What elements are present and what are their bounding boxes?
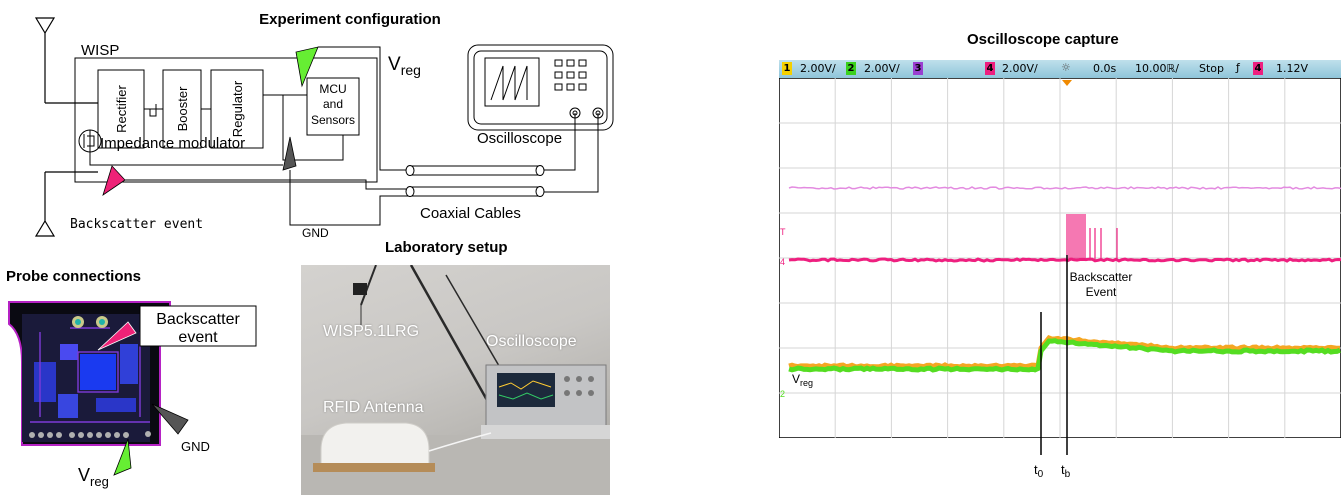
mcu-label-line1: MCU (319, 82, 346, 96)
timebase-value: 10.00ℝ/ (1135, 62, 1179, 75)
run-sun-icon: ☼ (1061, 61, 1071, 74)
probe-title: Probe connections (6, 268, 141, 285)
scope-status-bar: 1 2.00V/ 2 2.00V/ 3 4 2.00V/ ☼ 0.0s 10.0… (779, 60, 1341, 78)
ch2-ground-marker: 2 (780, 389, 785, 399)
lab-antenna-label: RFID Antenna (323, 399, 424, 417)
lab-oscilloscope-label: Oscilloscope (486, 333, 577, 351)
t0-label: t0 (1034, 462, 1044, 480)
backscatter-event-label: Backscatter event (70, 217, 203, 232)
mcu-label-line3: Sensors (311, 113, 355, 127)
trigger-channel-badge: 4 (1253, 62, 1263, 75)
probe-gnd-label: GND (181, 439, 210, 454)
gnd-label: GND (302, 226, 329, 240)
antenna-top-icon (36, 18, 98, 103)
experiment-title: Experiment configuration (259, 11, 441, 28)
mcu-label-line2: and (323, 97, 343, 111)
experiment-diagram: Experiment configuration WISP Rectifier … (0, 0, 620, 250)
trigger-level-marker: T (780, 227, 786, 237)
ch4-badge: 4 (985, 62, 995, 75)
vreg-label: Vreg (388, 54, 421, 78)
lab-wisp-label: WISP5.1LRG (323, 323, 419, 341)
lab-photo: WISP5.1LRG Oscilloscope RFID Antenna (301, 265, 610, 495)
ch1-badge: 1 (782, 62, 792, 75)
ch4-ground-marker: 4 (780, 257, 785, 267)
probe-vreg-label: Vreg (78, 465, 109, 489)
ch1-scale: 2.00V/ (800, 62, 836, 75)
impedance-label: Impedance modulator (100, 135, 245, 152)
ch3-badge: 3 (913, 62, 923, 75)
lab-title: Laboratory setup (385, 239, 508, 256)
ch4-scale: 2.00V/ (1002, 62, 1038, 75)
tb-label: tb (1061, 462, 1071, 480)
backscatter-callout-line2: event (178, 329, 218, 346)
oscilloscope-icon (468, 45, 613, 130)
wisp-label: WISP (81, 42, 119, 59)
lab-scene (301, 265, 610, 495)
delay-value: 0.0s (1093, 62, 1116, 75)
backscatter-probe-arrow-icon (103, 166, 125, 195)
trigger-level: 1.12V (1276, 62, 1308, 75)
scope-title: Oscilloscope capture (967, 31, 1119, 48)
coax-label: Coaxial Cables (420, 205, 521, 222)
pcb-chip (80, 354, 116, 390)
regulator-label: Regulator (230, 80, 245, 137)
rectifier-label: Rectifier (114, 84, 129, 132)
backscatter-callout-line1: Backscatter (156, 311, 240, 328)
time-markers: t0 tb (1020, 230, 1100, 480)
run-status: Stop (1199, 62, 1224, 75)
ch2-scale: 2.00V/ (864, 62, 900, 75)
trigger-edge-icon: ƒ (1236, 61, 1240, 74)
ch2-badge: 2 (846, 62, 856, 75)
gnd-probe-arrow-icon (283, 137, 296, 170)
probe-connections: Probe connections Backscatter event GND … (0, 262, 290, 495)
oscilloscope-label: Oscilloscope (477, 130, 562, 147)
booster-label: Booster (175, 86, 190, 131)
